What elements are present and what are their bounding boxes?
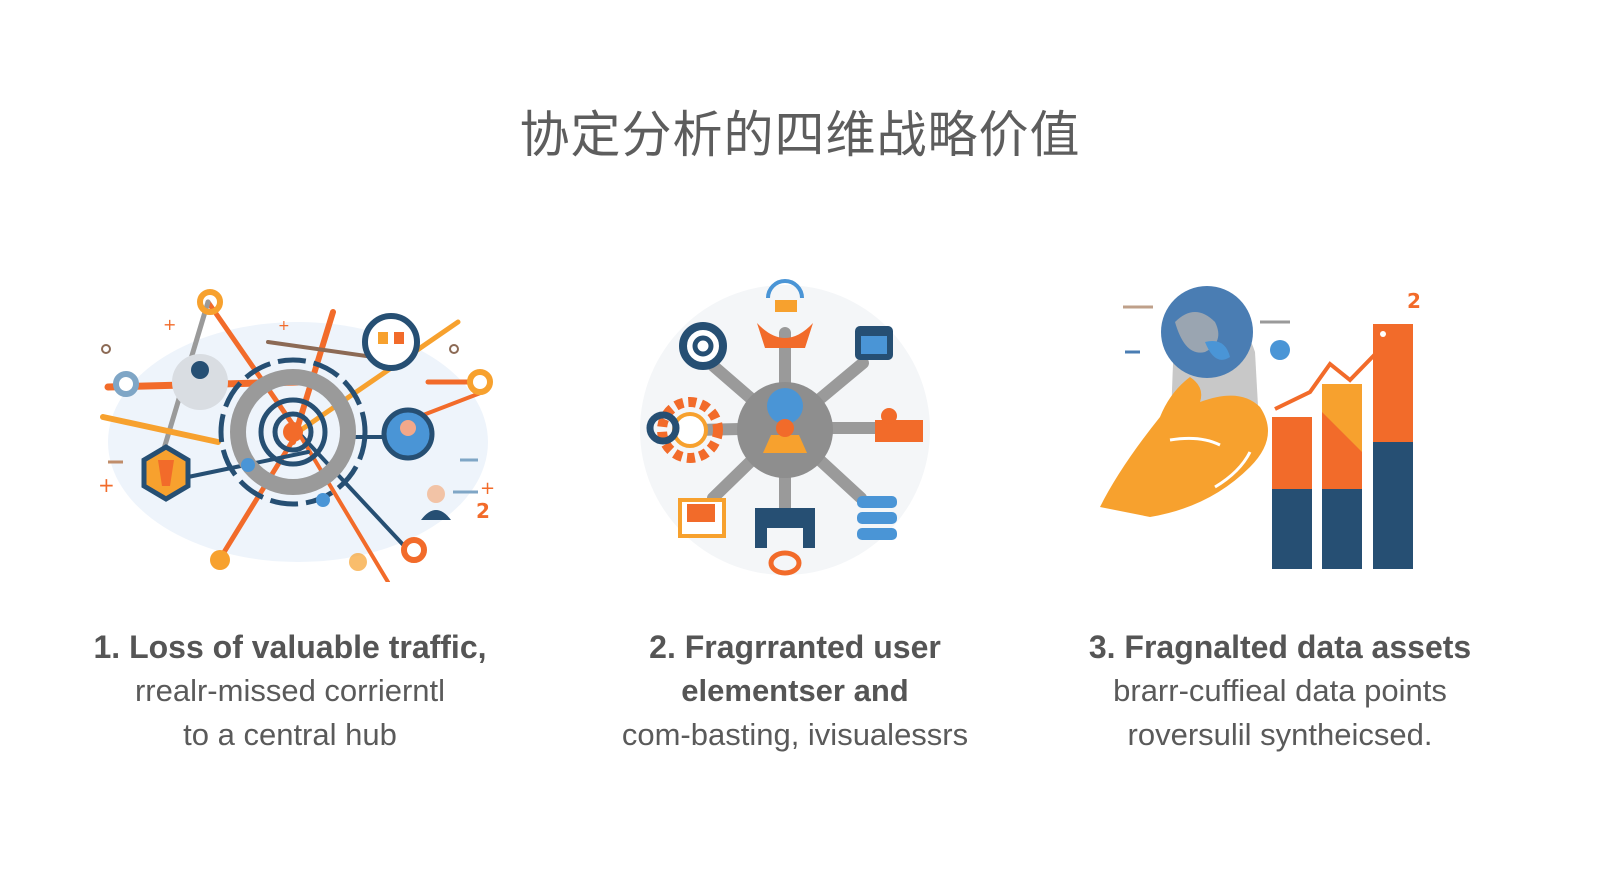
caption-2-title: Fragrranted user xyxy=(684,629,941,665)
slide-title: 协定分析的四维战略价值 xyxy=(519,106,1081,164)
caption-3: 3. Fragnalted data assets brarr-cuffieal… xyxy=(1030,625,1530,757)
caption-2-number: 2. xyxy=(649,629,676,665)
caption-3-line-1: brarr-cuffieal data points xyxy=(1113,673,1447,708)
caption-3-line-2: roversulil syntheicsed. xyxy=(1127,717,1433,752)
caption-1-line-2: to a central hub xyxy=(183,717,397,752)
globe-hand-bar-chart-icon: 2 xyxy=(1095,282,1440,582)
svg-text:+: + xyxy=(163,315,176,334)
caption-2-line-2: com-basting, ivisualessrs xyxy=(621,717,969,752)
caption-2: 2. Fragrranted user elementser and com-b… xyxy=(560,625,1030,757)
caption-2-heading: 2. Fragrranted user xyxy=(560,625,1030,669)
caption-1-line-1: rrealr-missed corrierntl xyxy=(134,673,446,708)
svg-text:+: + xyxy=(278,318,290,334)
caption-3-title: Fragnalted data assets xyxy=(1124,629,1472,665)
svg-text:+: + xyxy=(98,473,115,497)
caption-3-heading: 3. Fragnalted data assets xyxy=(1030,625,1530,669)
caption-1: 1. Loss of valuable traffic, rrealr-miss… xyxy=(40,625,540,757)
caption-1-heading: 1. Loss of valuable traffic, xyxy=(40,625,540,669)
caption-1-title: Loss of valuable traffic, xyxy=(129,629,487,665)
svg-text:+: + xyxy=(480,478,495,499)
caption-2-line-1: elementser and xyxy=(681,673,909,708)
network-hub-icon: + + + + 2 xyxy=(88,282,508,582)
svg-text:2: 2 xyxy=(476,499,490,523)
gear-hub-icon xyxy=(625,278,945,583)
caption-1-number: 1. xyxy=(93,629,121,665)
badge-number: 2 xyxy=(1407,289,1421,313)
caption-3-number: 3. xyxy=(1088,629,1116,665)
